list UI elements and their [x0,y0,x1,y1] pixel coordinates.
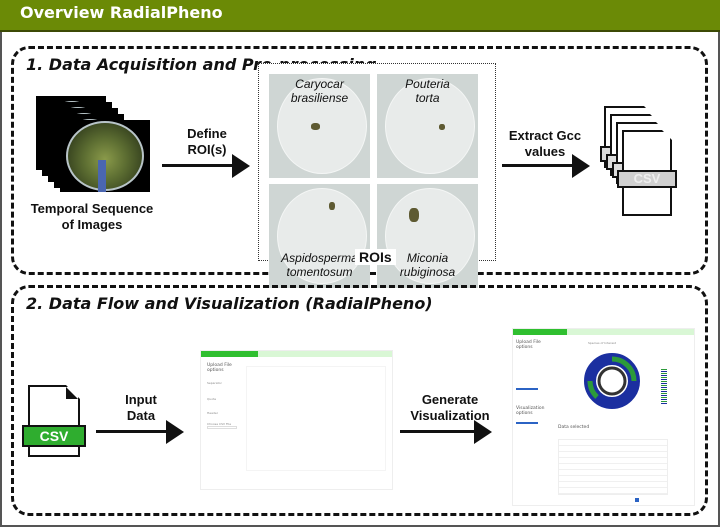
input-data-arrow [96,420,186,444]
header-title: Overview RadialPheno [20,3,223,22]
define-roi-label: Define ROI(s) [187,126,227,158]
image-stack-label: Temporal Sequence of Images [30,201,154,233]
radial-ring-inner [597,366,627,396]
roi-caption: ROIs [355,249,396,265]
radial-chart [584,353,640,409]
radial-ring-green-arc [611,356,637,382]
define-roi-arrow [162,154,250,178]
data-table [558,439,668,495]
stack-image-front [60,120,150,192]
chart-title: Species of Interest [588,341,616,345]
extract-gcc-label: Extract Gcc values [508,128,582,160]
input-data-label: Input Data [125,392,157,424]
csv-input-label: CSV [22,425,86,447]
header-bar: Overview RadialPheno [0,0,720,32]
section2-title: 2. Data Flow and Visualization (RadialPh… [26,294,433,313]
csv-output-label: CSV [617,170,677,188]
generate-visualization-arrow [400,420,492,444]
radial-ring-green-arc [587,380,599,399]
extract-gcc-arrow [502,154,590,178]
table-title: Data selected [558,425,590,430]
pagination-active [635,498,639,502]
section-data-flow: 2. Data Flow and Visualization (RadialPh… [11,285,708,516]
chart-legend [661,369,667,405]
generate-visualization-label: Generate Visualization [410,392,490,424]
